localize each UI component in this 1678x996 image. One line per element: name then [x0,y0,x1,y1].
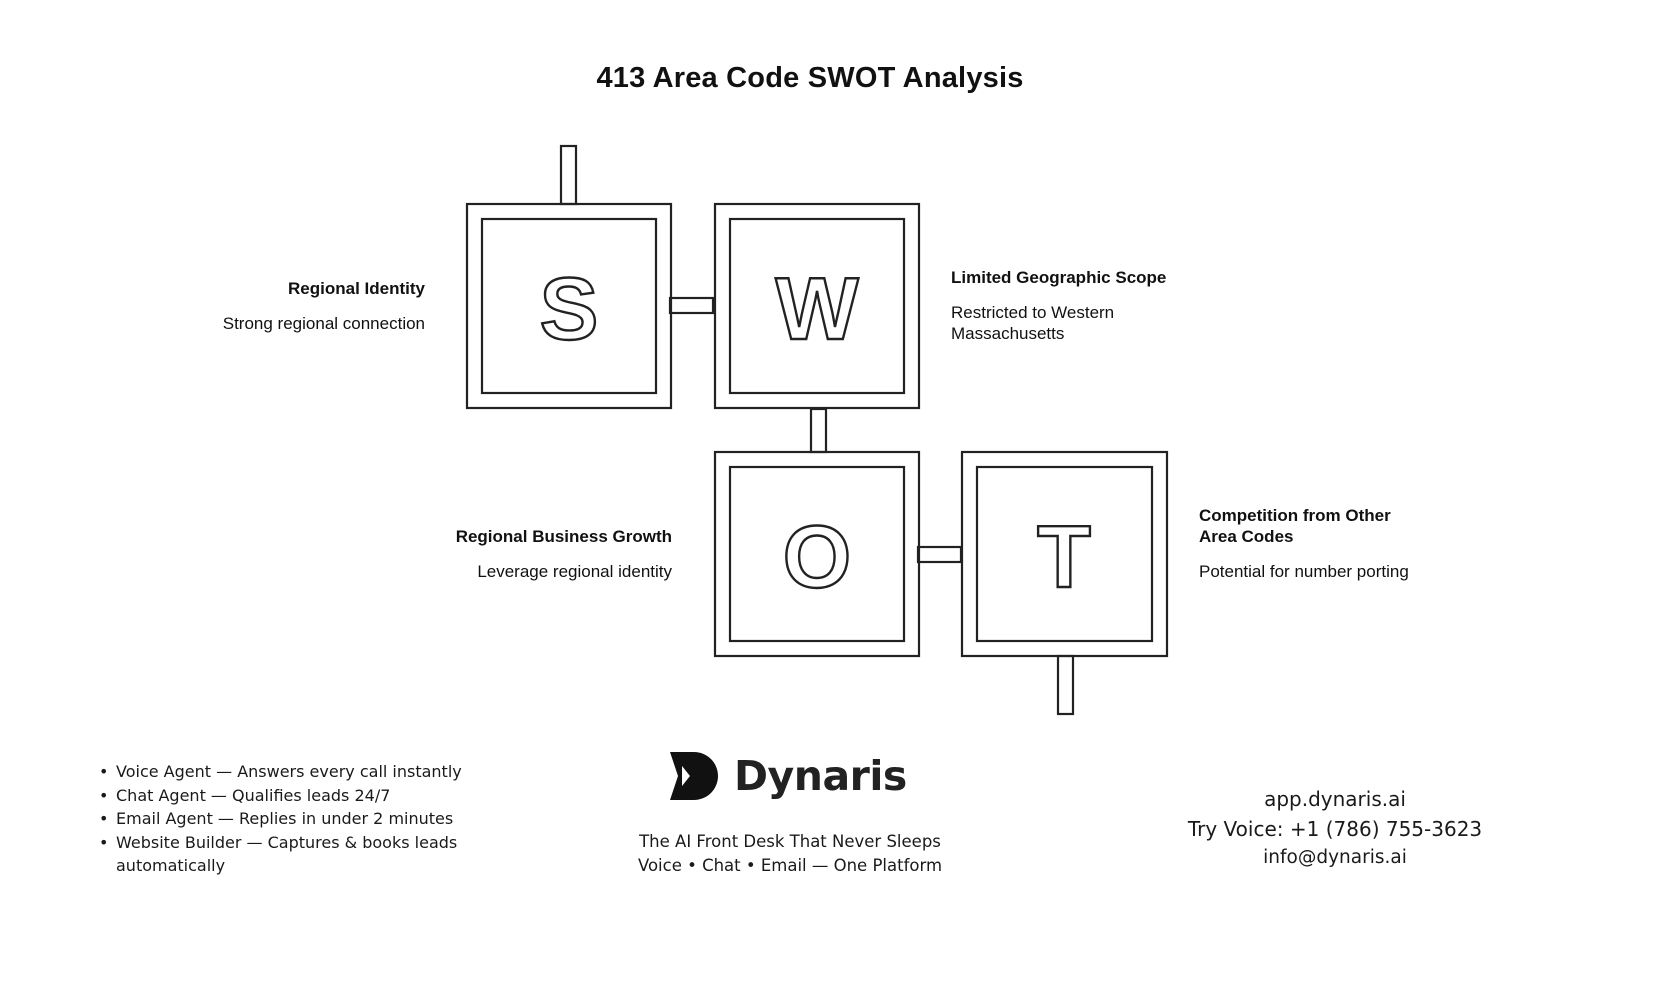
feature-text: Chat Agent — Qualifies leads 24/7 [116,785,391,805]
list-item: • Voice Agent — Answers every call insta… [99,760,499,784]
feature-list: • Voice Agent — Answers every call insta… [99,760,499,878]
swot-box-o [713,450,921,658]
weakness-text: Limited Geographic Scope Restricted to W… [951,267,1181,344]
weakness-title: Limited Geographic Scope [951,268,1167,287]
connector-o-t [916,545,963,564]
threat-title: Competition from Other Area Codes [1199,506,1391,546]
swot-box-w [713,202,921,410]
list-item: • Chat Agent — Qualifies leads 24/7 [99,784,499,808]
feature-text: Website Builder — Captures & books leads… [116,832,458,876]
tagline-line-2: Voice • Chat • Email — One Platform [637,856,943,875]
strength-description: Strong regional connection [222,314,425,333]
contact-block: app.dynaris.ai Try Voice: +1 (786) 755-3… [1170,784,1500,872]
bullet-icon: • [99,832,109,852]
opportunity-text: Regional Business Growth Leverage region… [400,526,672,582]
feature-text: Voice Agent — Answers every call instant… [116,762,462,781]
feature-text: Email Agent — Replies in under 2 minutes [116,809,454,828]
weakness-description: Restricted to Western Massachusetts [951,303,1115,343]
bullet-icon: • [99,785,109,805]
swot-box-s [465,202,673,410]
opportunity-title: Regional Business Growth [455,527,672,546]
strength-text: Regional Identity Strong regional connec… [150,278,425,334]
list-item: • Website Builder — Captures & books lea… [99,831,499,878]
list-item: • Email Agent — Replies in under 2 minut… [99,807,499,831]
website-link[interactable]: app.dynaris.ai [1264,787,1406,811]
swot-letter-s: S [540,259,599,358]
tagline-line-1: The AI Front Desk That Never Sleeps [639,832,941,851]
swot-letter-o: O [783,507,851,606]
strength-title: Regional Identity [288,279,425,298]
connector-bottom [1056,654,1075,716]
dynaris-logo-icon [666,752,718,800]
brand-block: Dynaris The AI Front Desk That Never Sle… [600,748,980,878]
opportunity-description: Leverage regional identity [477,562,672,581]
bullet-icon: • [99,809,109,828]
connector-w-o [809,407,828,454]
connector-top [559,144,578,206]
brand-logo: Dynaris [664,748,907,804]
swot-letter-w: W [775,259,858,358]
swot-letter-t: T [1037,507,1091,606]
brand-tagline: The AI Front Desk That Never Sleeps Voic… [600,830,980,878]
brand-name: Dynaris [734,752,907,800]
bullet-icon: • [99,762,109,781]
email-link[interactable]: info@dynaris.ai [1263,847,1407,868]
connector-s-w [668,296,715,315]
page-title: 413 Area Code SWOT Analysis [596,62,1024,94]
phone-number[interactable]: Try Voice: +1 (786) 755-3623 [1187,817,1483,841]
threat-text: Competition from Other Area Codes Potent… [1199,505,1414,582]
swot-box-t [960,450,1169,658]
threat-description: Potential for number porting [1199,562,1409,581]
